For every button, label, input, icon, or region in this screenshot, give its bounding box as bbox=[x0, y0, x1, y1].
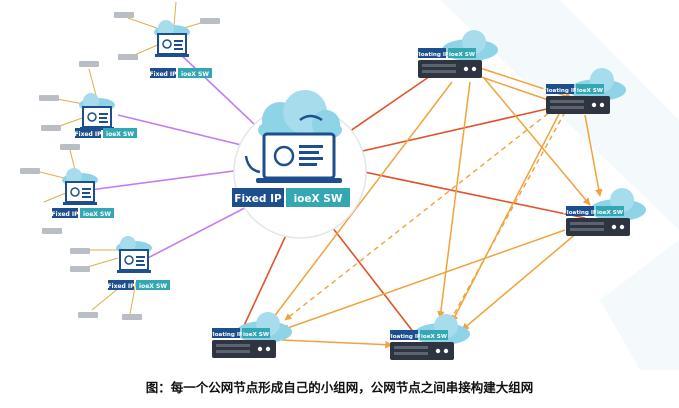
background-decoration bbox=[440, 0, 679, 370]
left-node-4-fixed-ip-label: Fixed IP bbox=[107, 283, 135, 290]
center-sw-label: ioeX SW bbox=[294, 193, 343, 205]
server-3: Floating IP ioeX SW bbox=[563, 188, 646, 236]
left-node-1-sw-label: ioeX SW bbox=[181, 71, 209, 78]
link-center-left-3 bbox=[89, 167, 257, 191]
left-node-4: Fixed IP ioeX SW bbox=[70, 236, 170, 320]
server-5-sw-label: ioeX SW bbox=[421, 334, 447, 340]
server-2-ip-label: Floating IP bbox=[543, 88, 577, 94]
center-sw-badge bbox=[286, 188, 350, 207]
server-4: Floating IP ioeX SW bbox=[209, 312, 292, 358]
center-sync-arrow-icon bbox=[299, 114, 323, 122]
server-5-ip-label: Floating IP bbox=[387, 334, 421, 340]
server-1-sw-label: ioeX SW bbox=[449, 52, 475, 58]
link-center-server-2 bbox=[344, 105, 561, 156]
server-mesh-dashed-links bbox=[284, 107, 566, 326]
server-2: Floating IP ioeX SW bbox=[543, 68, 626, 114]
server-mesh-links bbox=[269, 66, 603, 349]
server-3-sw-label: ioeX SW bbox=[597, 210, 623, 216]
server-1-ip-label: Floating IP bbox=[415, 52, 449, 58]
left-node-1: Fixed IP ioeX SW bbox=[114, 1, 220, 78]
center-node: Fixed IP ioeX SW bbox=[232, 90, 350, 207]
left-node-2-fixed-ip-label: Fixed IP bbox=[74, 131, 102, 138]
left-node-2: Fixed IP ioeX SW bbox=[39, 61, 137, 138]
server-2-sw-label: ioeX SW bbox=[577, 88, 603, 94]
left-node-3-fixed-ip-label: Fixed IP bbox=[51, 211, 79, 218]
server-4-sw-label: ioeX SW bbox=[243, 332, 269, 338]
center-sync-arrow-icon-2 bbox=[244, 155, 261, 174]
left-node-2-sw-label: ioeX SW bbox=[106, 131, 134, 138]
server-5: Floating IP ioeX SW bbox=[387, 314, 470, 360]
server-4-ip-label: Floating IP bbox=[209, 332, 243, 338]
link-center-server-3 bbox=[344, 167, 586, 219]
center-laptop-icon bbox=[256, 132, 342, 183]
left-node-3: Fixed IP ioeX SW bbox=[20, 144, 114, 234]
figure-caption: 图：每一个公网节点形成自己的小组网，公网节点之间串接构建大组网 bbox=[145, 380, 534, 395]
server-3-ip-label: Floating IP bbox=[563, 210, 597, 216]
left-node-1-fixed-ip-label: Fixed IP bbox=[149, 71, 177, 78]
left-node-3-sw-label: ioeX SW bbox=[83, 211, 111, 218]
center-fixed-ip-badge bbox=[232, 188, 284, 207]
link-center-server-1 bbox=[339, 71, 437, 139]
center-fixed-ip-label: Fixed IP bbox=[234, 193, 282, 205]
left-node-4-sw-label: ioeX SW bbox=[139, 283, 167, 290]
link-center-left-2 bbox=[117, 114, 263, 151]
server-1: Floating IP ioeX SW bbox=[415, 30, 498, 78]
